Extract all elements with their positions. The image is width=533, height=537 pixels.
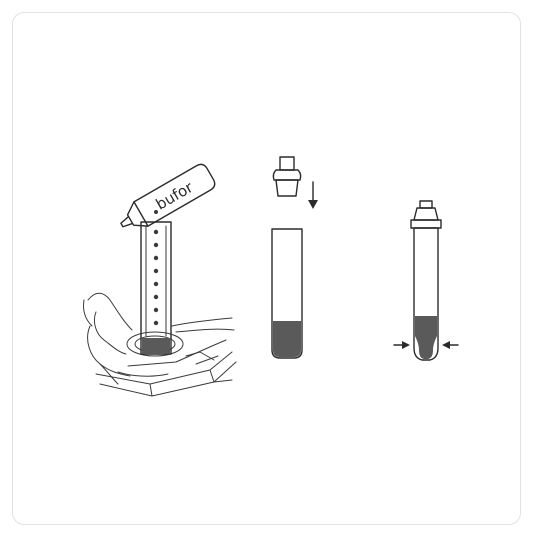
capped-tube-icon [411,201,441,360]
open-tube-icon [272,229,302,358]
step-squeeze-tube [394,201,458,360]
step-add-buffer: bufor [83,162,236,396]
liquid-fill [273,321,301,357]
liquid-fill [415,316,437,359]
down-arrow-icon [308,182,318,209]
liquid-fill [142,338,170,354]
bottle-label: bufor [153,178,197,214]
buffer-drops [154,210,158,325]
tube-cap-icon [273,157,300,196]
step-cap-tube [272,157,318,358]
test-tube-icon [141,222,171,354]
